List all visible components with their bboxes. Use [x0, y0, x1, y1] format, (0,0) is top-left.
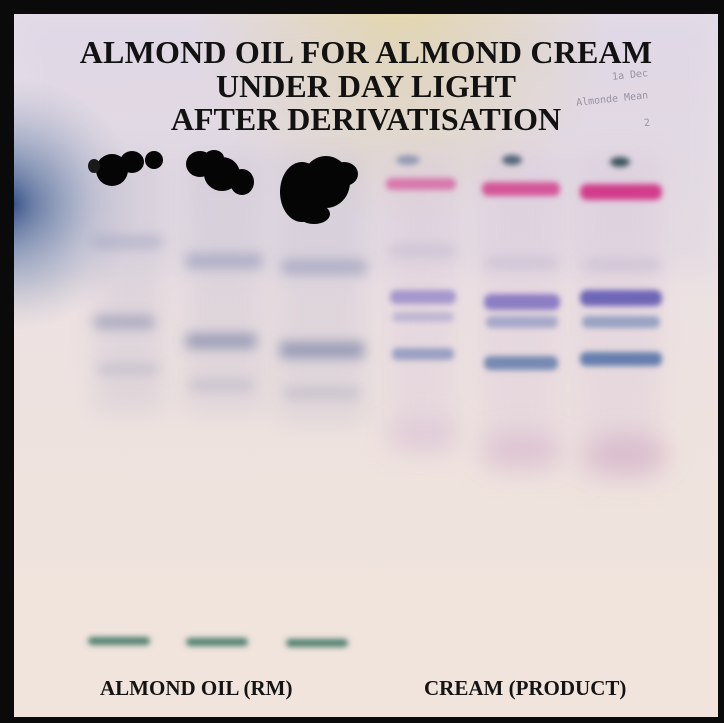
tlc-plate-photo: 1a Dec Almonde Mean 2 ALMOND OIL FOR ALM… [14, 14, 718, 717]
lane-group-cream [386, 155, 668, 474]
label-cream-product: CREAM (PRODUCT) [424, 676, 627, 700]
blue-band-lane-6 [580, 352, 662, 366]
dark-spot-lane-1 [88, 151, 163, 186]
label-almond-oil-rm: ALMOND OIL (RM) [100, 676, 293, 700]
violet-band-lane-5 [484, 294, 560, 310]
origin-band-lane-1 [88, 637, 150, 645]
magenta-band-lane-5 [482, 182, 560, 196]
title-line-3: AFTER DERIVATISATION [170, 101, 562, 138]
origin-band-lane-3 [286, 639, 348, 647]
magenta-band-lane-4 [386, 178, 456, 190]
dark-spot-lane-3 [280, 156, 358, 224]
title-line-1: ALMOND OIL FOR ALMOND CREAM [79, 34, 653, 70]
violet-band-lane-4 [390, 290, 456, 304]
title-line-2: UNDER DAY LIGHT [216, 67, 516, 104]
dark-spot-lane-2 [186, 150, 254, 195]
blue-band-lane-4 [392, 348, 454, 360]
tlc-plate-illustration [14, 14, 718, 717]
page-title: ALMOND OIL FOR ALMOND CREAM UNDER DAY LI… [14, 34, 718, 138]
magenta-band-lane-6 [580, 184, 662, 200]
violet-band-lane-6 [580, 290, 662, 306]
blue-band-lane-5 [484, 356, 558, 370]
lane-group-almond-oil [88, 150, 366, 647]
origin-band-lane-2 [186, 638, 248, 646]
